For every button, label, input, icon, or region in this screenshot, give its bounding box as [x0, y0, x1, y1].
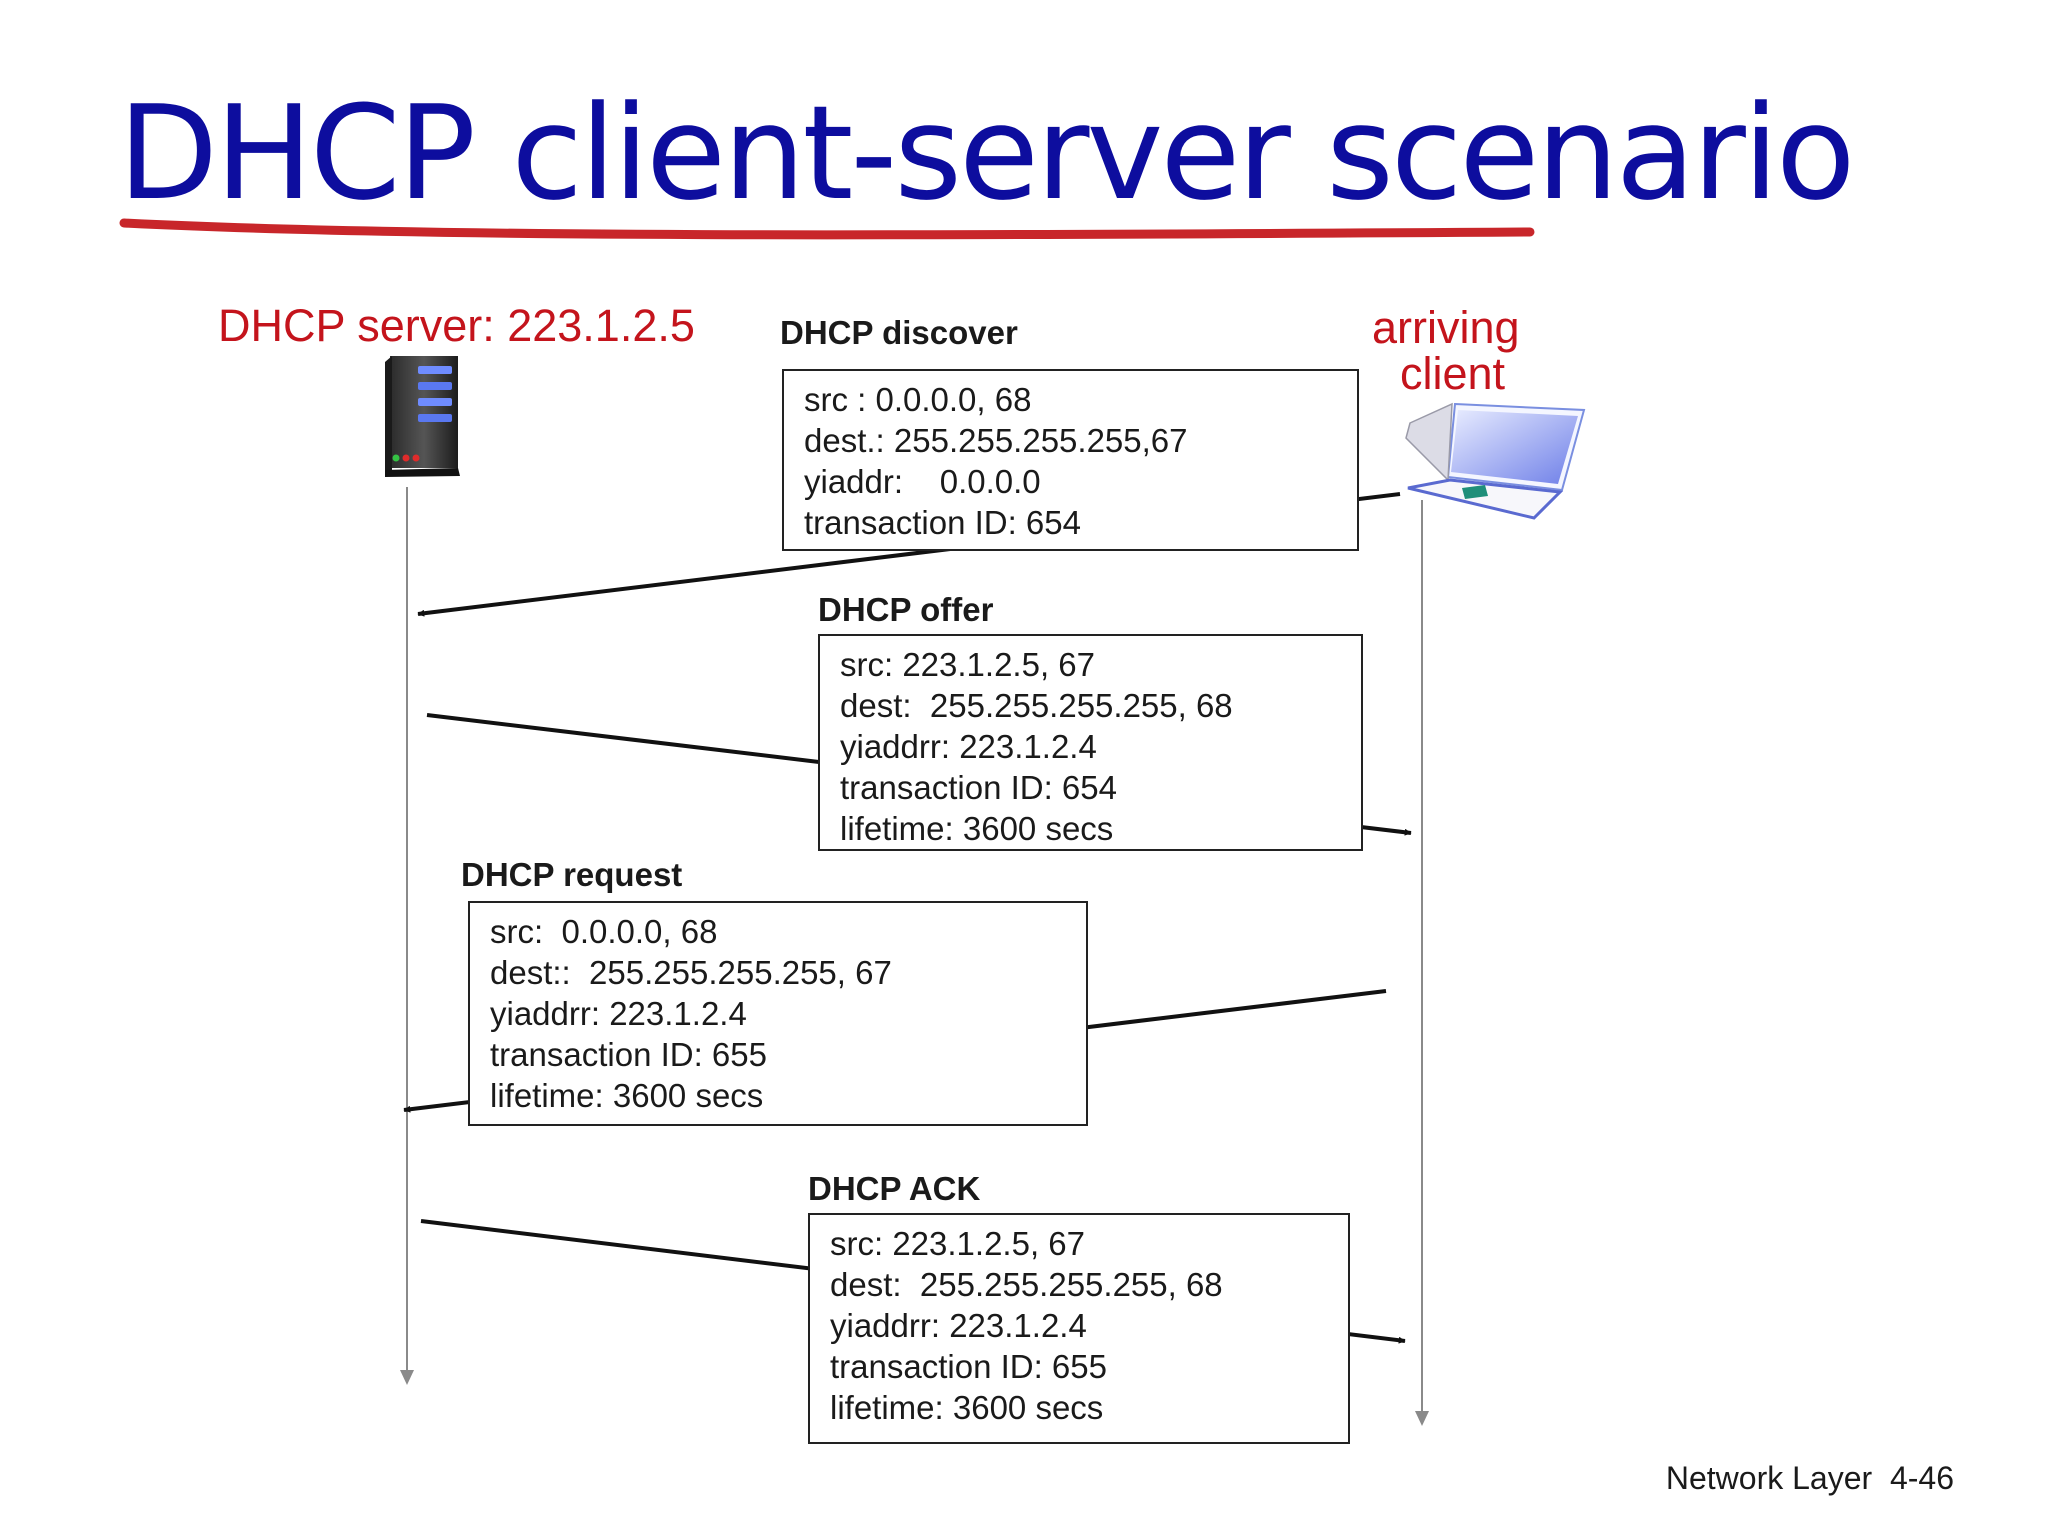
- server-icon: [385, 356, 460, 477]
- request-title: DHCP request: [461, 856, 683, 893]
- client-label-line2: client: [1400, 348, 1506, 399]
- request-transaction-id: transaction ID: 655: [490, 1036, 767, 1073]
- ack-title: DHCP ACK: [808, 1170, 981, 1207]
- ack-transaction-id: transaction ID: 655: [830, 1348, 1107, 1385]
- ack-lifetime: lifetime: 3600 secs: [830, 1389, 1104, 1426]
- discover-title: DHCP discover: [780, 314, 1018, 351]
- laptop-icon: [1405, 402, 1586, 520]
- request-lifetime: lifetime: 3600 secs: [490, 1077, 764, 1114]
- discover-transaction-id: transaction ID: 654: [804, 504, 1081, 541]
- ack-message-box: src: 223.1.2.5, 67 dest: 255.255.255.255…: [808, 1213, 1350, 1444]
- slide-footer: Network Layer 4-46: [1666, 1460, 1954, 1497]
- offer-message-box: src: 223.1.2.5, 67 dest: 255.255.255.255…: [818, 634, 1363, 851]
- offer-lifetime: lifetime: 3600 secs: [840, 810, 1114, 847]
- discover-message-box: src : 0.0.0.0, 68 dest.: 255.255.255.255…: [782, 369, 1359, 551]
- client-timeline-arrowhead: [1415, 1411, 1429, 1426]
- request-yiaddr: yiaddrr: 223.1.2.4: [490, 995, 747, 1032]
- discover-dest: dest.: 255.255.255.255,67: [804, 422, 1188, 459]
- offer-yiaddr: yiaddrr: 223.1.2.4: [840, 728, 1097, 765]
- footer-section: Network Layer: [1665, 1460, 1873, 1496]
- discover-yiaddr: yiaddr: 0.0.0.0: [804, 463, 1041, 500]
- ack-dest: dest: 255.255.255.255, 68: [830, 1266, 1223, 1303]
- ack-yiaddr: yiaddrr: 223.1.2.4: [830, 1307, 1087, 1344]
- slide-title: DHCP client-server scenario: [118, 77, 1855, 229]
- page-number: 4-46: [1889, 1460, 1954, 1496]
- server-label: DHCP server: 223.1.2.5: [218, 300, 695, 351]
- request-message-box: src: 0.0.0.0, 68 dest:: 255.255.255.255,…: [468, 901, 1088, 1126]
- request-dest: dest:: 255.255.255.255, 67: [490, 954, 892, 991]
- server-timeline-arrowhead: [400, 1370, 414, 1385]
- discover-src: src : 0.0.0.0, 68: [804, 381, 1032, 418]
- request-src: src: 0.0.0.0, 68: [490, 913, 718, 950]
- offer-dest: dest: 255.255.255.255, 68: [840, 687, 1233, 724]
- ack-src: src: 223.1.2.5, 67: [830, 1225, 1085, 1262]
- offer-src: src: 223.1.2.5, 67: [840, 646, 1095, 683]
- title-underline: [119, 218, 1535, 240]
- offer-title: DHCP offer: [818, 591, 994, 628]
- offer-transaction-id: transaction ID: 654: [840, 769, 1117, 806]
- client-label-line1: arriving: [1372, 302, 1520, 353]
